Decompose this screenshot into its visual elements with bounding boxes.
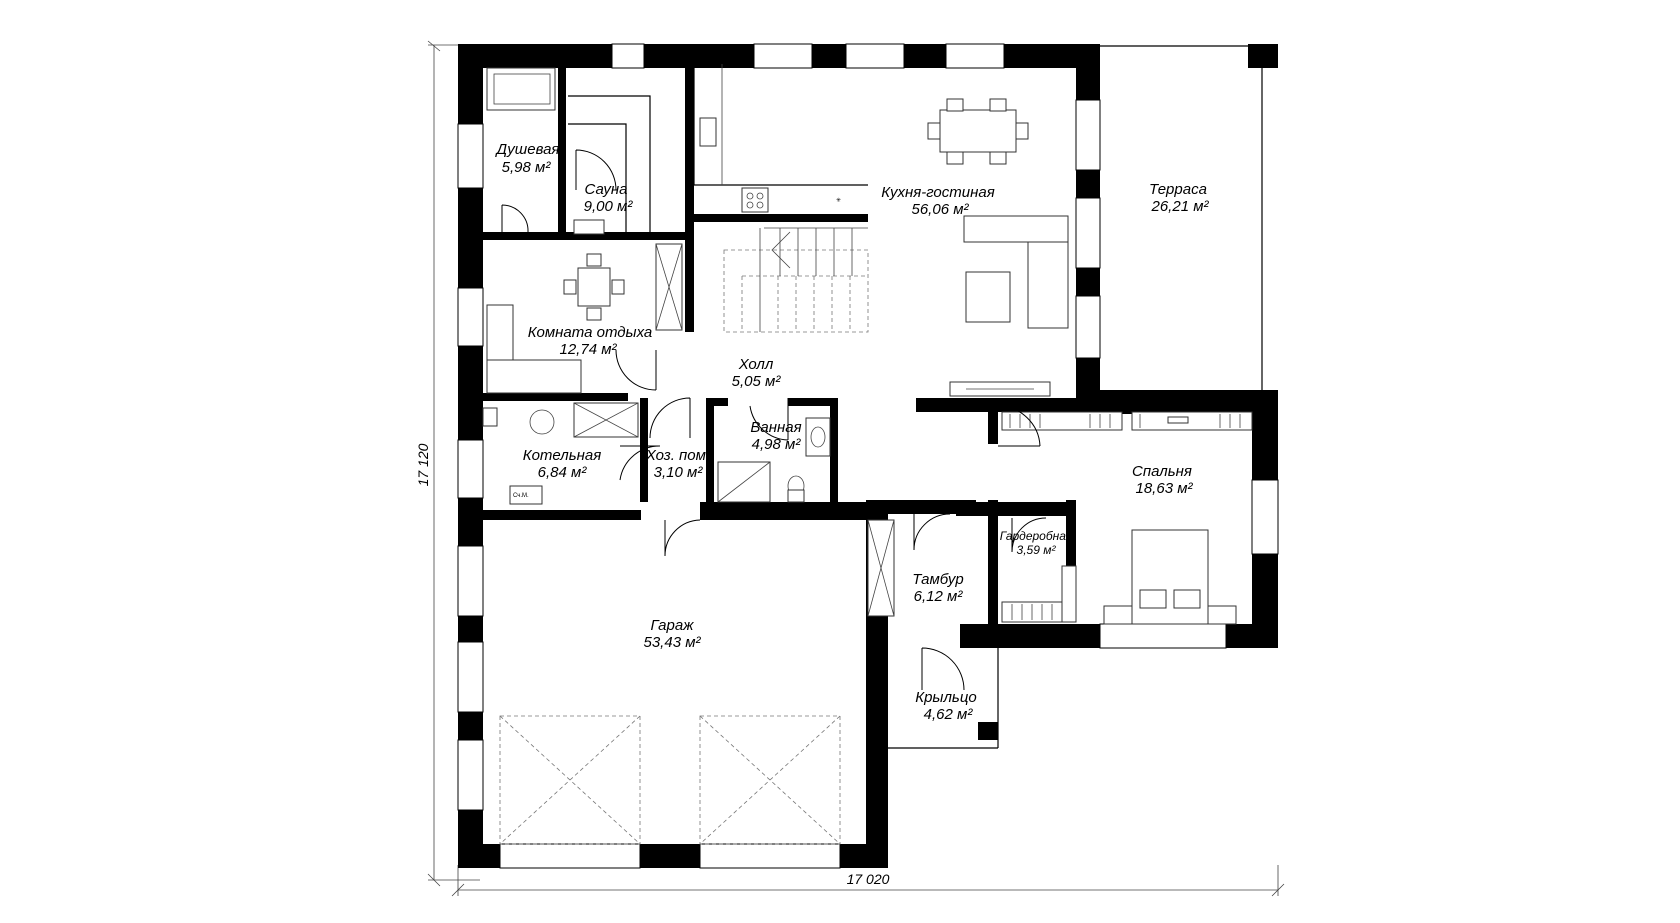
wardrobe-shelves	[1001, 565, 1077, 623]
width-dimension: 17 020	[847, 871, 890, 887]
boiler-equipment: Сч.М.	[482, 402, 639, 505]
room-hall: Холл 5,05 м²	[732, 356, 782, 390]
svg-text:✳: ✳	[836, 197, 841, 204]
room-terrace: Терраса 26,21 м²	[1149, 181, 1209, 215]
bathtub	[486, 67, 556, 111]
room-vestibule: Тамбур 6,12 м²	[912, 571, 963, 605]
bathroom-fixtures	[717, 417, 831, 503]
doors	[501, 149, 1047, 691]
room-area: 18,63 м²	[1136, 480, 1194, 497]
dining-table	[927, 98, 1029, 165]
height-dimension: 17 120	[415, 443, 431, 486]
terrace-outline	[1099, 45, 1263, 390]
windows	[457, 43, 1279, 869]
staircase	[723, 227, 869, 333]
room-name: Хоз. пом.	[645, 447, 710, 464]
sauna-benches	[568, 95, 651, 235]
room-bath: Ванная 4,98 м²	[750, 419, 801, 453]
room-name: Душевая	[495, 141, 560, 158]
room-area: 4,62 м²	[924, 706, 974, 723]
room-name: Терраса	[1149, 181, 1207, 198]
tv-unit	[949, 381, 1051, 397]
room-area: 5,05 м²	[732, 373, 782, 390]
bedroom-wardrobes	[1001, 411, 1253, 431]
room-garage: Гараж 53,43 м²	[644, 617, 702, 651]
dimension-lines	[427, 40, 1285, 897]
interior-walls	[478, 64, 1076, 648]
vestibule-closet	[867, 519, 895, 617]
room-area: 53,43 м²	[644, 634, 702, 651]
room-area: 56,06 м²	[912, 201, 970, 218]
room-area: 3,10 м²	[654, 464, 704, 481]
meter-label: Сч.М.	[513, 493, 529, 499]
room-name: Тамбур	[912, 571, 963, 588]
room-name: Кухня-гостиная	[881, 184, 994, 201]
room-area: 26,21 м²	[1151, 198, 1210, 215]
room-boiler: Котельная 6,84 м²	[523, 447, 601, 481]
room-area: 12,74 м²	[560, 341, 618, 358]
room-name: Гардеробная	[1000, 529, 1073, 543]
room-name: Спальня	[1132, 463, 1192, 480]
room-name: Сауна	[585, 181, 628, 198]
room-kitchen: Кухня-гостиная 56,06 м²	[881, 184, 994, 218]
room-area: 5,98 м²	[502, 159, 552, 176]
room-name: Комната отдыха	[528, 324, 653, 341]
room-name: Крыльцо	[915, 689, 977, 706]
room-dushevaya: Душевая 5,98 м²	[495, 141, 560, 176]
room-area: 3,59 м²	[1017, 543, 1057, 557]
rest-room-table	[563, 253, 625, 321]
room-name: Холл	[738, 356, 774, 373]
room-porch: Крыльцо 4,62 м²	[915, 689, 977, 723]
room-name: Гараж	[650, 617, 694, 634]
room-area: 4,98 м²	[752, 436, 802, 453]
room-bedroom: Спальня 18,63 м²	[1132, 463, 1193, 497]
rest-room-closet	[655, 243, 683, 331]
bed	[1103, 529, 1237, 625]
room-wardrobe: Гардеробная 3,59 м²	[1000, 529, 1073, 557]
room-area: 6,12 м²	[914, 588, 964, 605]
room-name: Котельная	[523, 447, 601, 464]
room-sauna: Сауна 9,00 м²	[584, 181, 634, 215]
rest-room-sofa	[486, 304, 582, 394]
room-rest: Комната отдыха 12,74 м²	[528, 324, 653, 358]
room-area: 6,84 м²	[538, 464, 588, 481]
sofa	[963, 215, 1069, 329]
garage-doors	[499, 715, 841, 845]
room-storage: Хоз. пом. 3,10 м²	[645, 447, 710, 481]
room-name: Ванная	[750, 419, 801, 436]
room-area: 9,00 м²	[584, 198, 634, 215]
kitchen-counter: ✳	[693, 64, 868, 213]
